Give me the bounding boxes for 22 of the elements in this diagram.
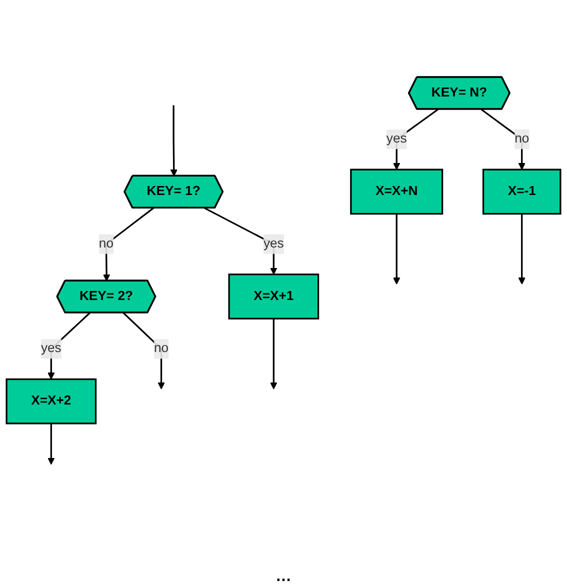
arrow xyxy=(122,312,165,390)
edge-label: no xyxy=(154,342,169,356)
edge-label: no xyxy=(514,132,530,146)
node-box: X=-1 xyxy=(482,168,562,215)
node-box: X=X+2 xyxy=(6,378,97,424)
node-box: X=X+1 xyxy=(228,274,320,320)
arrow xyxy=(48,423,55,465)
edge-label: yes xyxy=(40,342,62,356)
arrow xyxy=(393,214,400,285)
edge-label: yes xyxy=(263,236,284,251)
edge-label: yes xyxy=(386,132,407,146)
edge-label: no xyxy=(98,236,114,251)
arrow xyxy=(480,108,526,170)
arrow xyxy=(170,105,178,176)
arrow xyxy=(48,312,90,380)
arrow xyxy=(204,207,278,275)
arrow xyxy=(102,207,154,282)
node-box: X=X+N xyxy=(350,168,444,215)
arrow xyxy=(270,318,278,390)
ellipsis-note: … xyxy=(276,568,292,585)
arrow xyxy=(393,108,439,170)
arrow xyxy=(518,214,526,285)
